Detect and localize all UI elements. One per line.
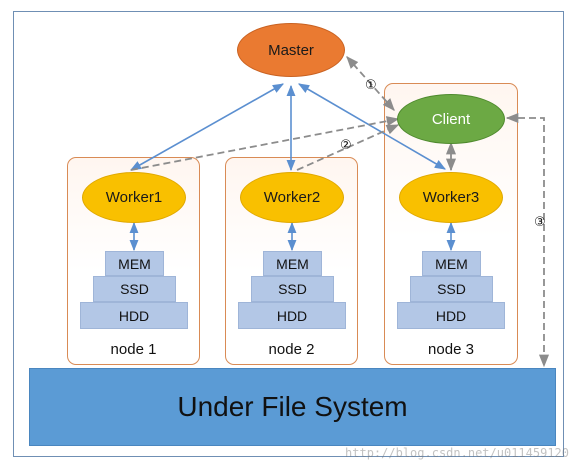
hdd-tier: HDD [238, 302, 346, 329]
node-label: node 3 [428, 341, 474, 358]
ssd-tier: SSD [410, 276, 493, 302]
master-worker3-link [298, 83, 446, 170]
client-node: Client [397, 94, 505, 144]
client-worker1-link [130, 116, 400, 171]
node-label: node 1 [110, 341, 157, 358]
step-1-label: ① [365, 78, 377, 93]
hdd-tier: HDD [397, 302, 505, 329]
client-master-link [346, 56, 395, 111]
node-label: node 2 [268, 341, 315, 358]
ssd-tier: SSD [93, 276, 176, 302]
mem-tier: MEM [422, 251, 481, 276]
client-ufs-link [505, 112, 550, 368]
mem-tier: MEM [105, 251, 164, 276]
watermark: http://blog.csdn.net/u011459120 [345, 446, 569, 460]
step-3-label: ③ [534, 215, 546, 230]
mem-tier: MEM [263, 251, 322, 276]
worker2-node: Worker2 [240, 172, 344, 223]
master-node: Master [237, 23, 345, 77]
worker1-node: Worker1 [82, 172, 186, 223]
under-file-system: Under File System [29, 368, 556, 446]
master-worker1-link [130, 83, 284, 171]
hdd-tier: HDD [80, 302, 188, 329]
ssd-tier: SSD [251, 276, 334, 302]
worker3-node: Worker3 [399, 172, 503, 223]
client-worker2-link [296, 124, 400, 171]
step-2-label: ② [340, 138, 352, 153]
